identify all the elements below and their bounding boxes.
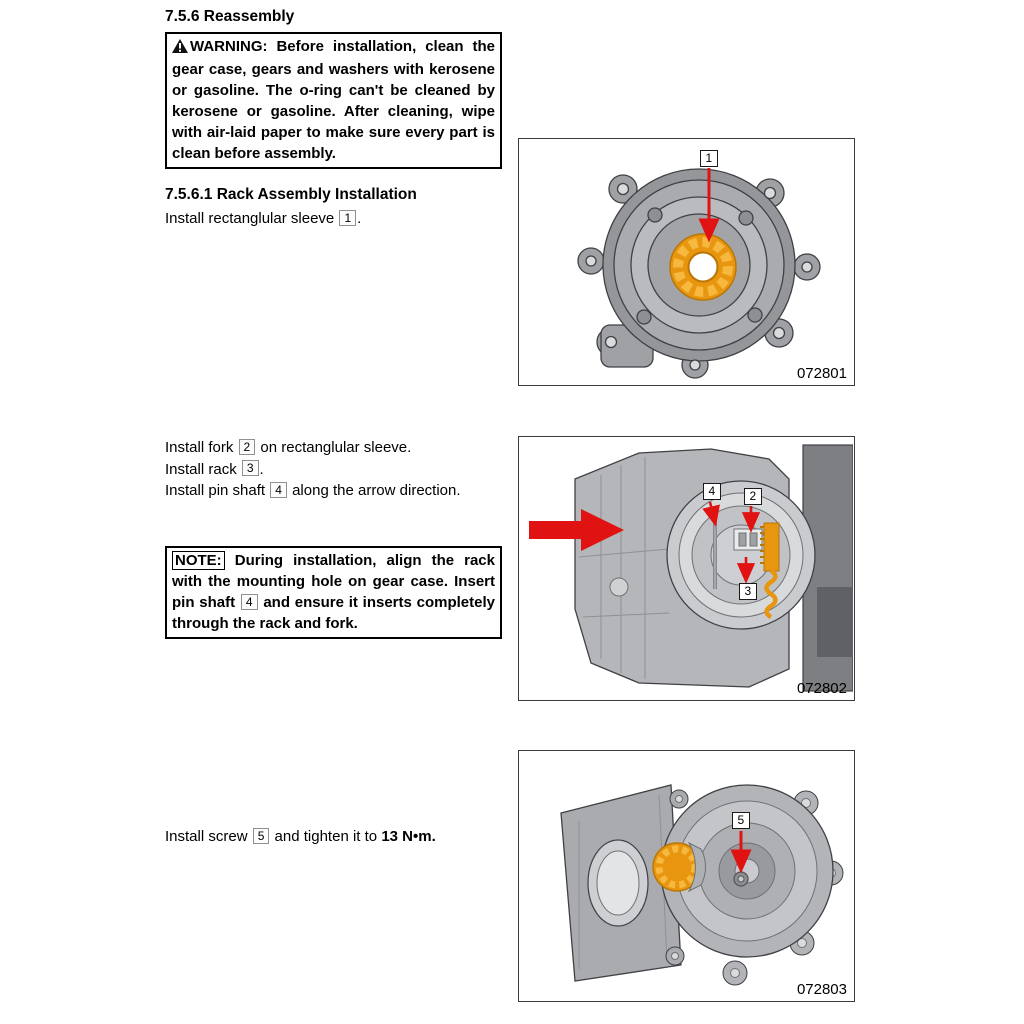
fig1-caption: 072801 (796, 365, 847, 382)
warning-title: WARNING: (190, 38, 268, 55)
ref-2: 2 (238, 438, 256, 455)
note-title: NOTE: (172, 551, 225, 570)
step-install-screw: Install screw 5 and tighten it to 13 N•m… (165, 826, 510, 848)
step-install-rack: Install rack 3. (165, 459, 502, 481)
fig2-label-4: 4 (703, 483, 721, 500)
figure-072803: 5 072803 (518, 750, 855, 1002)
fork-part (733, 528, 763, 551)
note-box: NOTE: During installation, align the rac… (165, 546, 502, 639)
step-fork-post: on rectanglular sleeve. (256, 439, 412, 456)
step-install-sleeve: Install rectanglular sleeve 1. (165, 208, 502, 230)
figure-072801: 1 072801 (518, 138, 855, 386)
step-rack-post: . (259, 460, 264, 478)
step-install-pin: Install pin shaft 4 along the arrow dire… (165, 480, 502, 502)
step-rack-pre: Install rack (165, 460, 241, 478)
rack-part (760, 522, 780, 619)
step-sleeve-post: . (357, 210, 362, 227)
warning-icon (172, 38, 188, 59)
fig2-label-3: 3 (739, 583, 757, 600)
step-install-fork: Install fork 2 on rectanglular sleeve. (165, 437, 502, 459)
gear-case-housing-perspective (560, 784, 844, 986)
section-heading: 7.5.6 Reassembly (165, 8, 295, 25)
fig3-caption: 072803 (796, 981, 847, 998)
fig2-caption: 072802 (796, 680, 847, 697)
direction-arrow (529, 509, 624, 551)
ref-1: 1 (339, 209, 357, 226)
screw-part (733, 871, 749, 887)
ref-3: 3 (241, 460, 259, 476)
subsection-heading: 7.5.6.1 Rack Assembly Installation (165, 186, 417, 203)
step-sleeve-pre: Install rectanglular sleeve (165, 210, 339, 227)
gear-case-perspective-illustration (560, 784, 844, 986)
ref-4-note: 4 (240, 593, 258, 610)
gear-case-section-illustration (529, 444, 853, 692)
warning-box: WARNING: Before installation, clean the … (165, 32, 502, 169)
torque-value: 13 N•m. (381, 828, 436, 845)
warning-body: Before installation, clean the gear case… (172, 38, 495, 162)
fig3-label-5: 5 (732, 812, 750, 829)
note-body-pre: During installation, align the rack with… (172, 552, 495, 611)
step-screw-pre: Install screw (165, 828, 252, 845)
ref-4: 4 (270, 481, 287, 498)
ref-5: 5 (252, 827, 270, 844)
step-screw-mid: and tighten it to (270, 828, 382, 845)
note-body-post: and ensure it inserts completely through… (172, 594, 495, 632)
figure-072802: 4 2 3 072802 (518, 436, 855, 701)
step-pin-pre: Install pin shaft (165, 482, 270, 499)
callout-arrow-4 (702, 501, 720, 527)
step-fork-pre: Install fork (165, 439, 238, 456)
mid-steps: Install fork 2 on rectanglular sleeve. I… (165, 437, 502, 502)
gear-part (652, 841, 707, 893)
step-pin-post: along the arrow direction. (287, 482, 461, 499)
gear-case-front-illustration (577, 168, 821, 379)
fig2-label-2: 2 (744, 488, 762, 505)
rectangular-sleeve-part (669, 233, 737, 301)
fig1-label-1: 1 (700, 150, 718, 167)
